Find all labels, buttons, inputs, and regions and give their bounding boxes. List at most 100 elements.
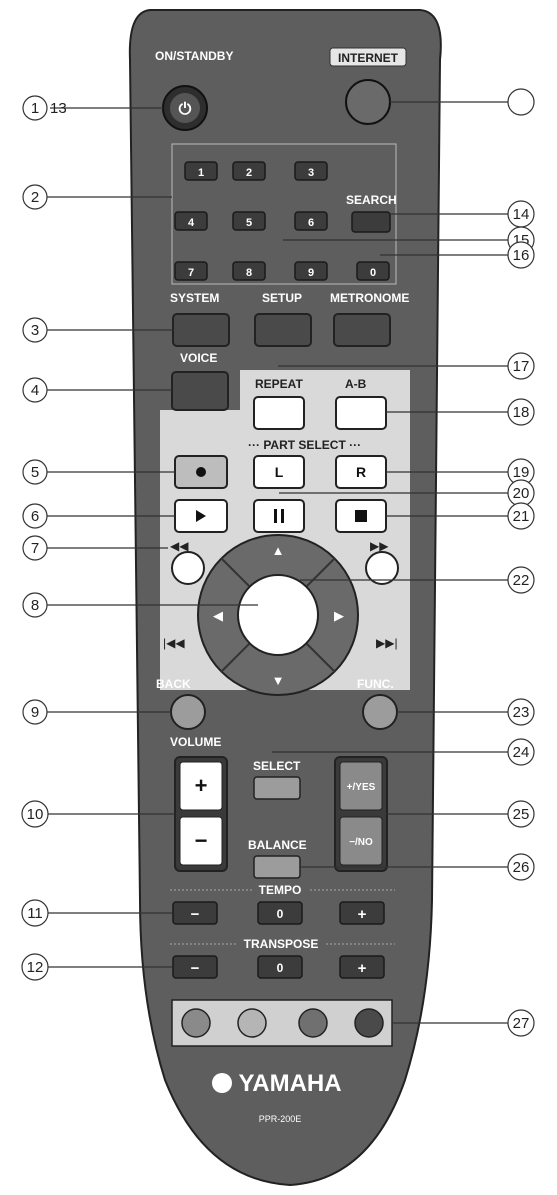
rewind-button[interactable] xyxy=(171,551,205,585)
no-button[interactable] xyxy=(339,816,383,866)
callout-16: 16 xyxy=(513,247,530,264)
callout-3: 3 xyxy=(31,322,39,339)
back-button[interactable] xyxy=(170,694,206,730)
internet-label: INTERNET xyxy=(338,51,399,65)
callout-22: 22 xyxy=(513,572,530,589)
setup-button[interactable] xyxy=(254,313,312,347)
tempo-plus-label: + xyxy=(358,906,367,923)
digit-button[interactable] xyxy=(294,161,328,181)
digit-button[interactable] xyxy=(174,211,208,231)
callout-20: 20 xyxy=(513,485,530,502)
numpad: 1 2 3 4 5 6 7 8 9 0 xyxy=(174,161,390,281)
digit-label: 0 xyxy=(370,267,376,279)
repeat-button[interactable] xyxy=(253,396,305,430)
callout-19: 19 xyxy=(513,464,530,481)
digit-label: 7 xyxy=(188,267,194,279)
callout-9: 9 xyxy=(31,704,39,721)
fast-forward-button[interactable] xyxy=(365,551,399,585)
setup-label: SETUP xyxy=(262,291,302,305)
select-label: SELECT xyxy=(253,759,301,773)
tempo-label: TEMPO xyxy=(259,883,302,897)
color-button-2[interactable] xyxy=(237,1008,267,1038)
part-l-label: L xyxy=(275,464,284,480)
digit-label: 4 xyxy=(188,217,195,229)
callout-10: 10 xyxy=(27,806,44,823)
callout-18: 18 xyxy=(513,404,530,421)
callout-25: 25 xyxy=(513,806,530,823)
stop-icon xyxy=(355,510,367,522)
transpose-label: TRANSPOSE xyxy=(244,937,319,951)
digit-button[interactable] xyxy=(184,161,218,181)
volume-up-button[interactable] xyxy=(179,761,223,811)
balance-button[interactable] xyxy=(253,855,301,879)
callout-27: 27 xyxy=(513,1015,530,1032)
model-name: PPR-200E xyxy=(259,1114,302,1124)
system-button[interactable] xyxy=(172,313,230,347)
color-button-1[interactable] xyxy=(181,1008,211,1038)
digit-label: 5 xyxy=(246,217,252,229)
ab-button[interactable] xyxy=(335,396,387,430)
select-button[interactable] xyxy=(253,776,301,800)
digit-button[interactable] xyxy=(294,261,328,281)
digit-button[interactable] xyxy=(294,211,328,231)
volume-down-button[interactable] xyxy=(179,816,223,866)
func-button[interactable] xyxy=(362,694,398,730)
callout-12: 12 xyxy=(27,959,44,976)
metronome-button[interactable] xyxy=(333,313,391,347)
tempo-reset-button[interactable] xyxy=(257,901,303,925)
yes-label: +/YES xyxy=(347,782,376,793)
tempo-plus-button[interactable] xyxy=(339,901,385,925)
volume-label: VOLUME xyxy=(170,735,221,749)
yes-button[interactable] xyxy=(339,761,383,811)
callout-26: 26 xyxy=(513,859,530,876)
transpose-plus-label: + xyxy=(358,960,367,977)
right-arrow-icon[interactable]: ▶ xyxy=(334,608,344,623)
callout-23: 23 xyxy=(513,704,530,721)
func-label: FUNC. xyxy=(357,677,394,691)
color-button-3[interactable] xyxy=(298,1008,328,1038)
power-icon xyxy=(170,93,200,123)
digit-button[interactable] xyxy=(174,261,208,281)
volume-up-label: + xyxy=(195,773,208,798)
digit-label: 6 xyxy=(308,217,314,229)
voice-label: VOICE xyxy=(180,351,217,365)
callout-5: 5 xyxy=(31,464,39,481)
voice-button[interactable] xyxy=(171,371,229,411)
yamaha-logo-icon xyxy=(212,1073,232,1093)
digit-button[interactable] xyxy=(232,211,266,231)
part-l-button[interactable] xyxy=(253,455,305,489)
down-arrow-icon[interactable]: ▼ xyxy=(272,673,285,688)
callout-14: 14 xyxy=(513,206,530,223)
digit-button[interactable] xyxy=(232,261,266,281)
part-select-label: ··· PART SELECT ··· xyxy=(248,438,361,452)
part-r-label: R xyxy=(356,464,366,480)
enter-button[interactable] xyxy=(237,574,319,656)
balance-label: BALANCE xyxy=(248,838,307,852)
system-label: SYSTEM xyxy=(170,291,219,305)
search-button[interactable] xyxy=(351,211,391,233)
transpose-reset-button[interactable] xyxy=(257,955,303,979)
rewind-icon: ◀◀ xyxy=(170,539,189,553)
callout-17: 17 xyxy=(513,358,530,375)
tempo-reset-label: 0 xyxy=(277,907,284,921)
left-arrow-icon[interactable]: ◀ xyxy=(213,608,223,623)
fast-forward-icon: ▶▶ xyxy=(370,539,389,553)
skip-back-icon: |◀◀ xyxy=(163,636,185,650)
internet-button[interactable] xyxy=(345,79,391,125)
on-standby-label: ON/STANDBY xyxy=(155,49,233,63)
skip-forward-icon: ▶▶| xyxy=(376,636,398,650)
volume-down-label: − xyxy=(195,828,208,853)
color-button-4[interactable] xyxy=(354,1008,384,1038)
pause-button[interactable] xyxy=(253,499,305,533)
digit-button[interactable] xyxy=(356,261,390,281)
transpose-plus-button[interactable] xyxy=(339,955,385,979)
callout-13: 13 xyxy=(50,100,67,117)
callout-2: 2 xyxy=(31,189,39,206)
up-arrow-icon[interactable]: ▲ xyxy=(272,543,285,558)
callout-7: 7 xyxy=(31,540,39,557)
tempo-minus-label: − xyxy=(191,906,200,923)
transpose-reset-label: 0 xyxy=(277,961,284,975)
callout-4: 4 xyxy=(31,382,39,399)
digit-button[interactable] xyxy=(232,161,266,181)
